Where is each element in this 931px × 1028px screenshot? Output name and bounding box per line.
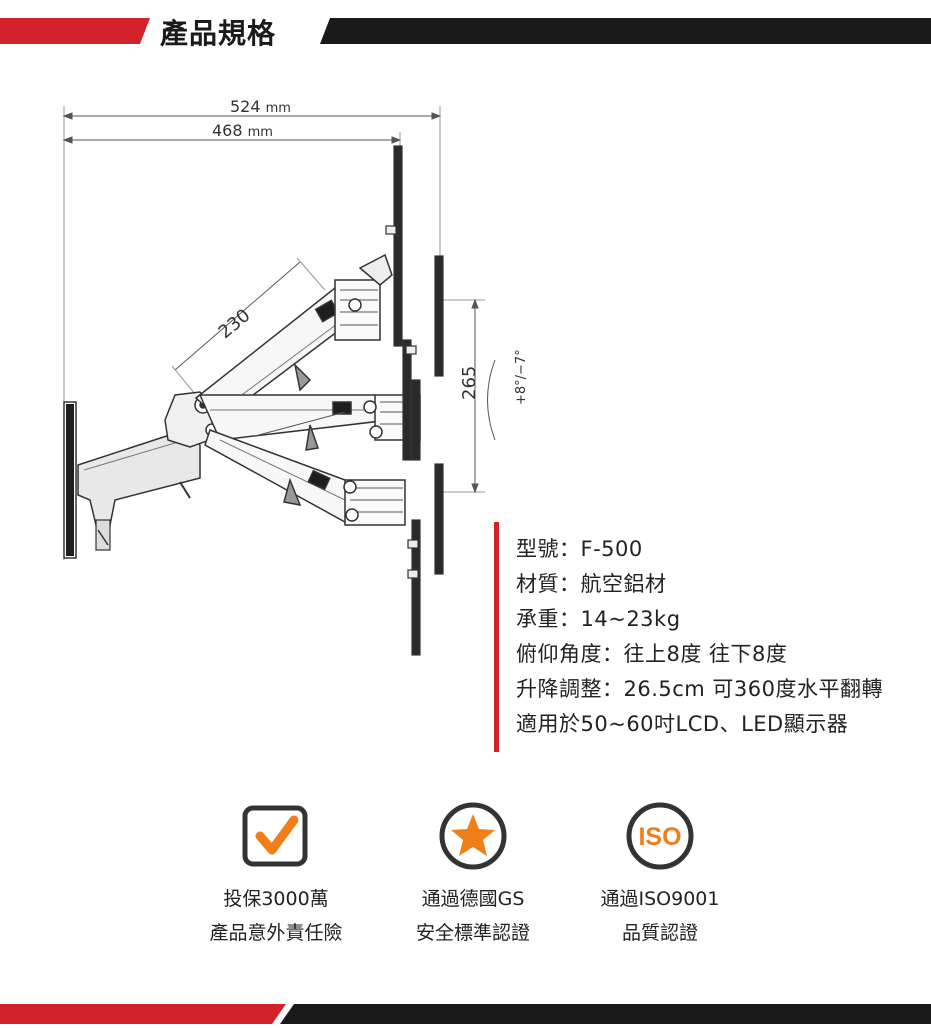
cert-gs: 通過德國GS 安全標準認證 [373,800,573,950]
arm-upper [194,253,393,421]
cert-gs-line2: 安全標準認證 [415,922,530,944]
header-red-bar [0,18,150,44]
footer-bar [0,1004,931,1024]
star-icon [439,802,507,870]
dim-height: 265 [459,366,480,400]
iso-badge-text: ISO [638,823,681,851]
arm-lower [204,411,406,526]
spec-model: 型號：F-500 [516,537,643,561]
spec-height-adjust: 升降調整：26.5cm 可360度水平翻轉 [516,677,884,701]
iso-icon: ISO [626,802,694,870]
wall-plate [63,401,201,559]
arm-diagram: 524 mm 468 mm 230 265 +8°/−7° [62,97,529,656]
dim-arm-length: 230 [215,305,255,343]
dim-total-width: 524 mm [230,97,291,116]
header-dark-bar [320,18,931,44]
cert-iso-line2: 品質認證 [621,922,698,944]
spec-material: 材質：航空鋁材 [516,572,667,596]
dim-arm-width: 468 mm [212,121,273,140]
footer-dark-bar [280,1004,931,1024]
spec-list: 型號：F-500 材質：航空鋁材 承重：14~23kg 俯仰角度：往上8度 往下… [516,532,883,742]
spec-load: 承重：14~23kg [516,607,681,631]
cert-insurance: 投保3000萬 產品意外責任險 [176,800,376,950]
cert-gs-line1: 通過德國GS [421,888,525,910]
cert-insurance-line2: 產品意外責任險 [209,922,343,944]
spec-tilt: 俯仰角度：往上8度 往下8度 [516,642,788,666]
section-title: 產品規格 [160,17,277,50]
product-dimension-drawing: 524 mm 468 mm 230 265 +8°/−7° [0,80,560,680]
header-bars [0,18,931,44]
cert-insurance-line1: 投保3000萬 [223,888,329,910]
section-header [0,0,931,70]
spec-compatibility: 適用於50~60吋LCD、LED顯示器 [516,712,849,736]
tv-brackets [385,145,444,656]
dim-tilt: +8°/−7° [514,349,529,405]
check-icon [242,805,308,867]
footer-red-bar [0,1004,286,1024]
spec-accent-bar [494,522,499,752]
cert-iso: ISO 通過ISO9001 品質認證 [560,800,760,950]
cert-iso-line1: 通過ISO9001 [600,888,720,910]
